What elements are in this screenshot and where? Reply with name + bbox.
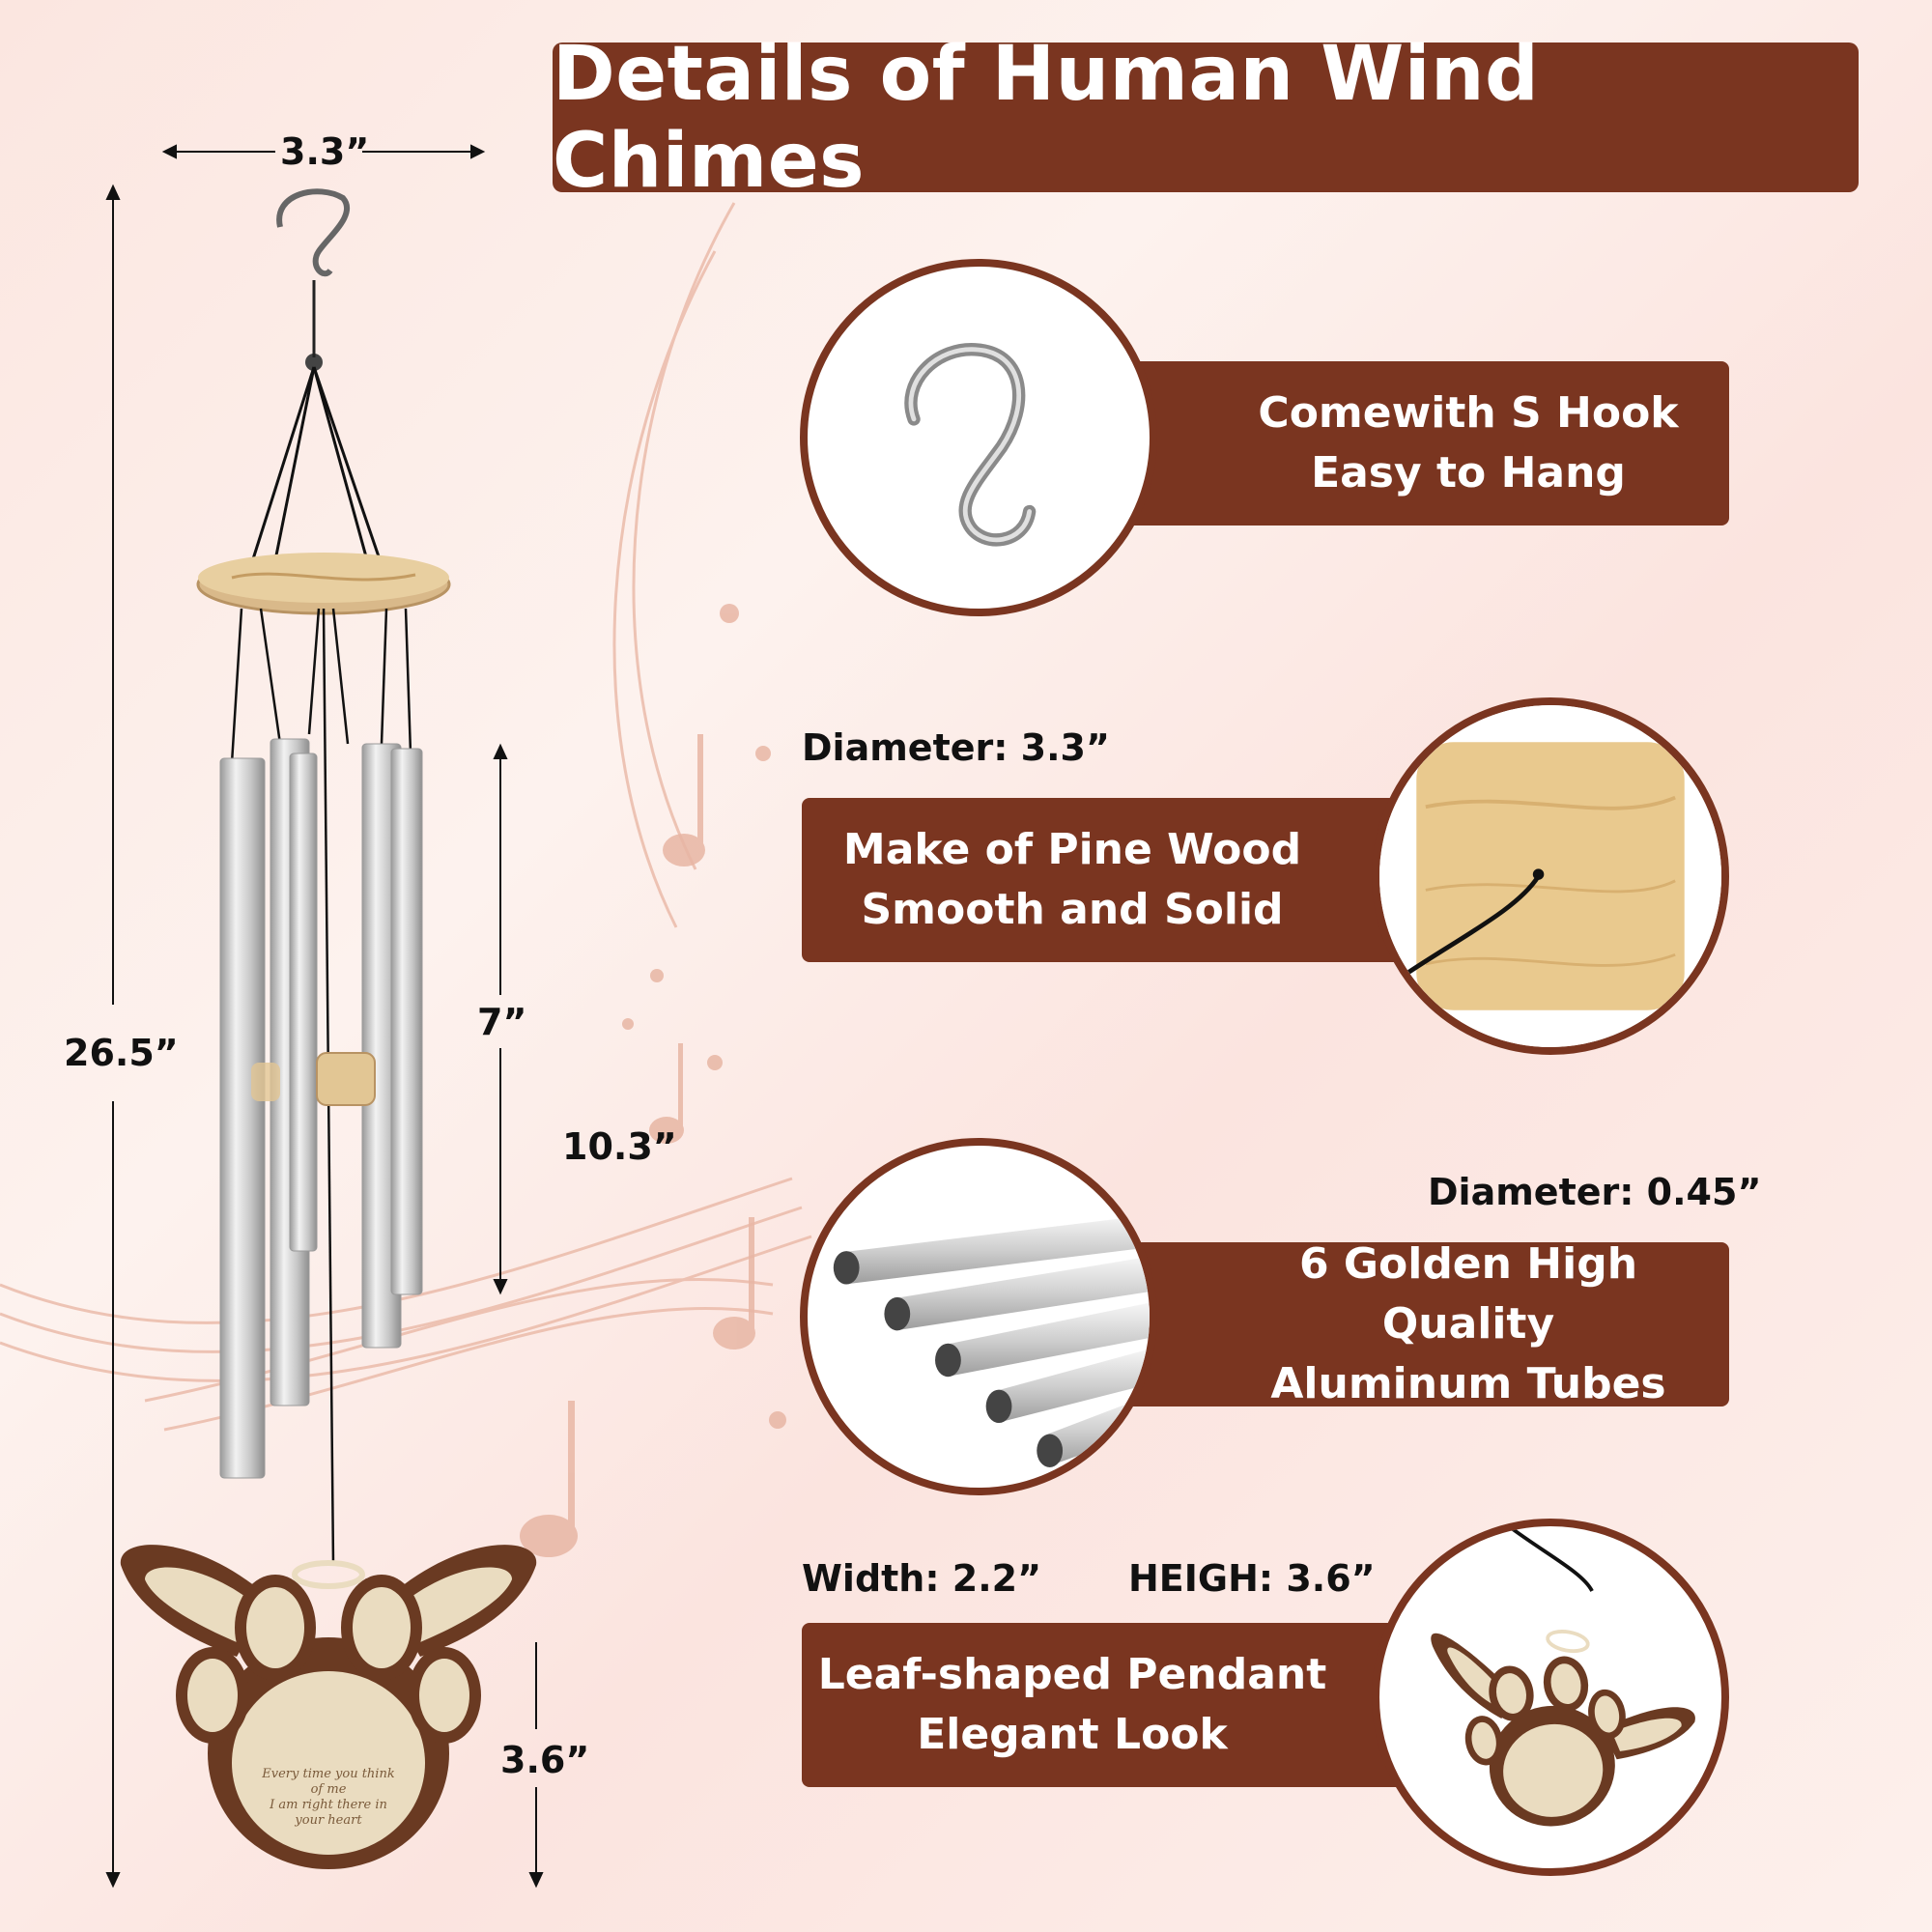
s-hook-icon: [904, 343, 1037, 547]
feature-pine-wood-banner: Make of Pine Wood Smooth and Solid: [802, 798, 1439, 962]
feature-s-hook-line1: Comewith S Hook: [1258, 388, 1679, 438]
page-title-banner: Details of Human Wind Chimes: [553, 31, 1859, 205]
short-tube-length-label: 7”: [477, 1001, 527, 1043]
pendant-height-spec: HEIGH: 3.6”: [1128, 1557, 1376, 1600]
pendant-width-spec: Width: 2.2”: [802, 1557, 1042, 1600]
long-tube-length-label: 10.3”: [562, 1125, 677, 1168]
feature-s-hook-banner: Comewith S Hook Easy to Hang: [1111, 361, 1729, 526]
feature-aluminum-tubes-line2: Aluminum Tubes: [1270, 1359, 1666, 1408]
feature-pendant-banner: Leaf-shaped Pendant Elegant Look: [802, 1623, 1439, 1787]
feature-pine-wood-line2: Smooth and Solid: [861, 885, 1284, 934]
wood-diameter-spec: Diameter: 3.3”: [802, 726, 1110, 769]
feature-pendant-line2: Elegant Look: [917, 1710, 1228, 1759]
pendant-text-line-1: Every time you think: [261, 1767, 395, 1781]
feature-s-hook-line2: Easy to Hang: [1311, 448, 1626, 497]
feature-pendant-line1: Leaf-shaped Pendant: [817, 1650, 1327, 1699]
page-title: Details of Human Wind Chimes: [553, 30, 1540, 205]
total-height-label: 26.5”: [64, 1032, 179, 1074]
aluminum-tubes-icon: [833, 1214, 1150, 1467]
tube-diameter-spec: Diameter: 0.45”: [1428, 1171, 1762, 1213]
top-width-label: 3.3”: [280, 130, 370, 173]
paw-pendant-icon: [1431, 1526, 1695, 1827]
aluminum-tubes-circle: [800, 1138, 1157, 1495]
wind-chime-illustration: Every time you think of me I am right th…: [105, 144, 544, 1889]
pendant-text-line-4: your heart: [294, 1813, 362, 1828]
feature-aluminum-tubes-line1: 6 Golden High Quality: [1298, 1239, 1638, 1349]
pendant-circle: [1372, 1519, 1729, 1876]
feature-pine-wood-line1: Make of Pine Wood: [842, 825, 1302, 874]
pine-wood-disc-icon: [1379, 705, 1721, 1047]
pendant-text-line-2: of me: [311, 1782, 347, 1797]
feature-aluminum-tubes-banner: 6 Golden High Quality Aluminum Tubes: [1111, 1239, 1729, 1408]
pine-wood-circle: [1372, 697, 1729, 1055]
s-hook-circle: [800, 259, 1157, 616]
pendant-height-label: 3.6”: [500, 1739, 590, 1781]
pendant-text-line-3: I am right there in: [269, 1798, 387, 1812]
